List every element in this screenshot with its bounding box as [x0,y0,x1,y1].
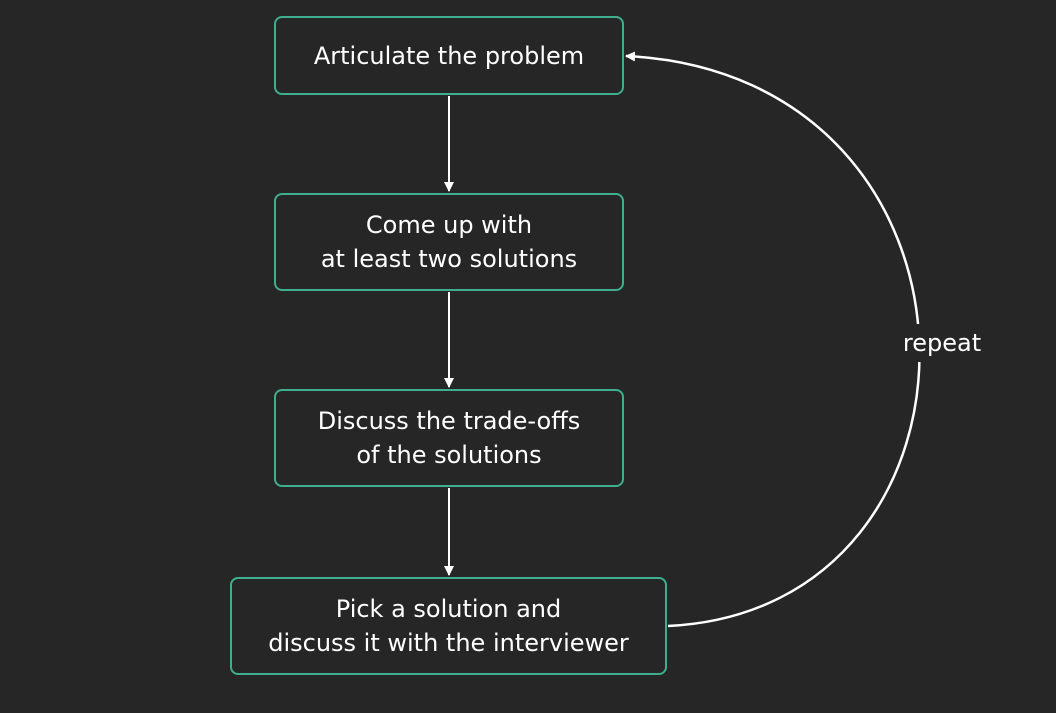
node-label-line: at least two solutions [320,245,578,273]
edge-repeat-loop [625,51,921,628]
node-articulate-problem: Articulate the problem [274,16,624,95]
node-label-line: Articulate the problem [313,41,585,70]
node-label-line: Pick a solution and [335,595,562,623]
node-label-line: of the solutions [356,441,542,469]
node-come-up-with-solutions: Come up with at least two solutions [274,193,624,291]
node-discuss-trade-offs: Discuss the trade-offs of the solutions [274,389,624,487]
node-label-line: discuss it with the interviewer [268,629,629,657]
node-label-line: Come up with [365,211,533,239]
node-label-line: Discuss the trade-offs [317,407,581,435]
repeat-edge-label: repeat [890,324,994,362]
node-pick-solution: Pick a solution and discuss it with the … [230,577,667,675]
